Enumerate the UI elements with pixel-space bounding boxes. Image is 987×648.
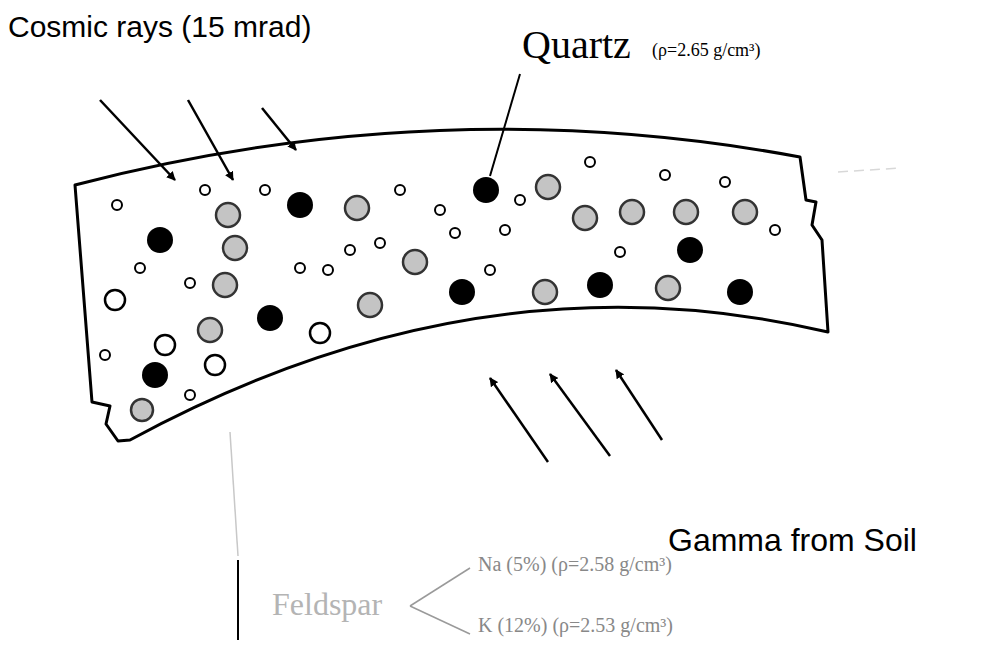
potassium-feldspar: K (12%) (ρ=2.53 g/cm³) [478,614,673,637]
gamma-label: Gamma from Soil [668,522,917,559]
feldspar-bracket [410,568,470,634]
quartz-leader [490,74,520,176]
shard-outline [75,129,828,441]
small-grains [100,157,780,400]
feldspar-leader [237,560,239,640]
sodium-feldspar: Na (5%) (ρ=2.58 g/cm³) [478,553,672,576]
quartz-density: (ρ=2.65 g/cm³) [652,40,761,61]
quartz-grains [142,177,753,388]
quartz-label: Quartz [522,22,631,68]
feldspar-leader-faint [230,432,238,556]
gamma-arrows [490,370,662,462]
faint-mark [838,168,900,172]
feldspar-grains [131,175,757,421]
feldspar-label: Feldspar [272,586,382,623]
open-grains [105,290,330,375]
cosmic-rays-label: Cosmic rays (15 mrad) [8,10,311,45]
cosmic-ray-arrows [100,100,296,180]
